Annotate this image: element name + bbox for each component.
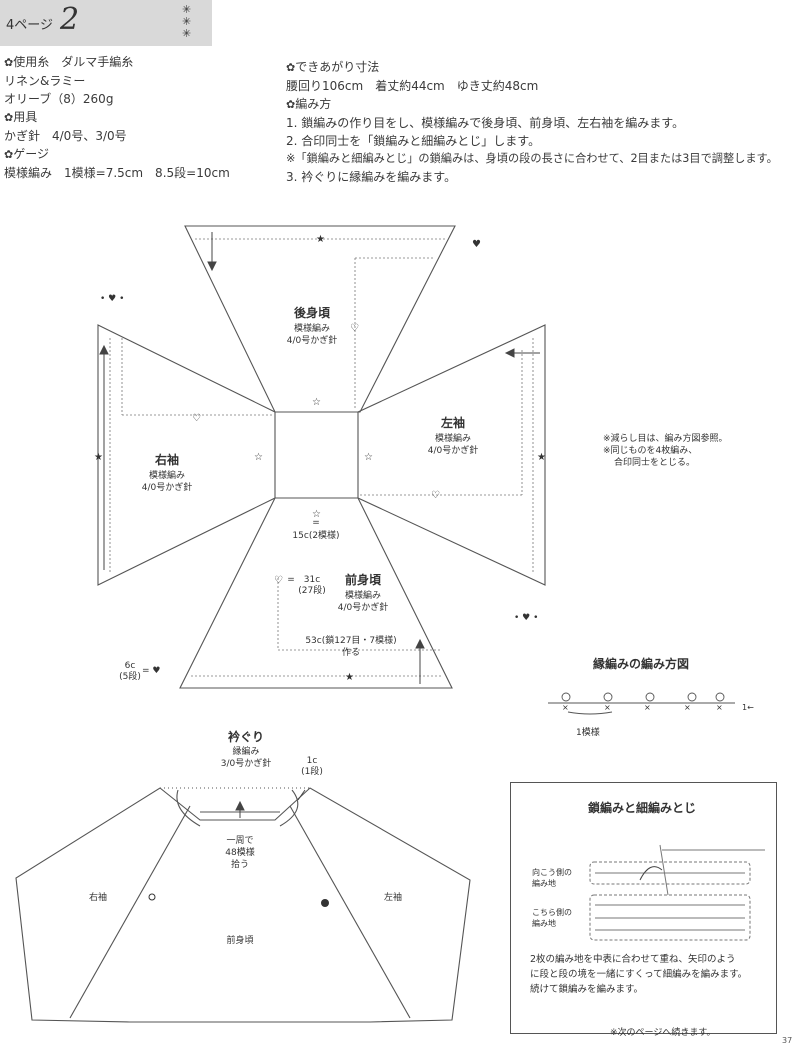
- svg-text:こちら側の: こちら側の: [532, 907, 572, 917]
- svg-text:★: ★: [94, 452, 103, 463]
- svg-text:4/0号かぎ針: 4/0号かぎ針: [338, 601, 389, 613]
- page-ref: 4ページ: [6, 18, 54, 33]
- neckline-schematic: 衿ぐり 縁編み 3/0号かぎ針 1c (1段) 一周で 48模様 拾う 右袖 左…: [15, 729, 471, 1023]
- flower-icon: ✿: [4, 148, 14, 161]
- svg-text:★: ★: [537, 452, 546, 463]
- svg-text:1c: 1c: [307, 756, 318, 766]
- back-body-piece: [184, 225, 456, 413]
- svg-text:• ♥ •: • ♥ •: [514, 613, 538, 623]
- svg-text:(1段): (1段): [301, 765, 323, 777]
- svg-text:向こう側の: 向こう側の: [532, 867, 572, 877]
- svg-text:×: ×: [644, 703, 651, 712]
- assembled-garment: [15, 787, 471, 1023]
- flower-icon: ✿: [4, 111, 14, 124]
- finished-size: 腰回り106cm 着丈約44cm ゆき丈約48cm: [286, 79, 539, 93]
- svg-text:(27段): (27段): [298, 584, 325, 596]
- svg-text:★: ★: [345, 672, 354, 683]
- flower-icon: ✿: [286, 98, 296, 111]
- svg-text:続けて鎖編みを編みます。: 続けて鎖編みを編みます。: [530, 983, 643, 995]
- svg-text:※同じものを4枚編み、: ※同じものを4枚編み、: [603, 444, 697, 456]
- gauge: 模様編み 1模様=7.5cm 8.5段=10cm: [4, 166, 230, 180]
- materials-block: ✿使用糸 ダルマ手編糸 リネン&ラミー オリーブ（8）260g ✿用具 かぎ針 …: [4, 55, 230, 180]
- svg-text:右袖: 右袖: [154, 452, 179, 467]
- svg-text:一周で: 一周で: [226, 835, 253, 846]
- svg-text:右袖: 右袖: [89, 891, 107, 903]
- svg-text:31c: 31c: [304, 575, 320, 585]
- svg-text:※減らし目は、編み方図参照。: ※減らし目は、編み方図参照。: [603, 432, 728, 444]
- instructions-block: ✿できあがり寸法 腰回り106cm 着丈約44cm ゆき丈約48cm ✿編み方 …: [286, 60, 778, 184]
- svg-text:に段と段の境を一緒にすくって細編みを編みます。: に段と段の境を一緒にすくって細編みを編みます。: [530, 968, 747, 980]
- svg-text:左袖: 左袖: [440, 415, 465, 430]
- svg-text:4/0号かぎ針: 4/0号かぎ針: [428, 444, 479, 456]
- svg-text:53c(鎖127目・7模様): 53c(鎖127目・7模様): [305, 634, 396, 646]
- pattern-number: 2: [60, 2, 80, 37]
- svg-text:= ♥: = ♥: [142, 666, 160, 676]
- page-header: 4ページ 2: [0, 0, 212, 46]
- joining-method-box: [510, 782, 777, 1034]
- svg-text:☆: ☆: [254, 452, 263, 463]
- svg-text:後身頃: 後身頃: [294, 305, 331, 320]
- page-number: 37: [782, 1036, 793, 1045]
- svg-text:♡: ♡: [350, 323, 359, 334]
- svg-text:♡: ♡: [431, 490, 440, 501]
- svg-text:6c: 6c: [125, 661, 136, 671]
- svg-text:15c(2模様): 15c(2模様): [292, 529, 339, 541]
- yarn-color: オリーブ（8）260g: [4, 92, 114, 106]
- svg-text:編み地: 編み地: [532, 918, 556, 928]
- svg-text:模様編み: 模様編み: [345, 589, 381, 601]
- step-1: 1. 鎖編みの作り目をし、模様編みで後身頃、前身頃、左右袖を編みます。: [286, 116, 685, 130]
- svg-text:模様編み: 模様編み: [435, 432, 471, 444]
- svg-text:拾う: 拾う: [231, 858, 249, 870]
- svg-text:★: ★: [316, 234, 325, 245]
- svg-text:衿ぐり: 衿ぐり: [228, 729, 264, 744]
- svg-text:×: ×: [604, 703, 611, 712]
- flower-icon: ✿: [4, 56, 14, 69]
- svg-text:×: ×: [684, 703, 691, 712]
- tools: かぎ針 4/0号、3/0号: [4, 129, 127, 143]
- svg-text:☆: ☆: [312, 509, 321, 520]
- svg-text:♥: ♥: [472, 239, 481, 250]
- flower-icon: ✿: [286, 61, 296, 74]
- svg-text:4/0号かぎ針: 4/0号かぎ針: [142, 481, 193, 493]
- svg-text:=: =: [312, 518, 320, 528]
- svg-text:前身頃: 前身頃: [226, 934, 253, 946]
- step-note: ※「鎖編みと細編みとじ」の鎖編みは、身頃の段の長さに合わせて、2目または3目で調…: [286, 152, 778, 165]
- pattern-schematic: ★ ★ ★ ★ ☆ ☆ ☆ ☆ ♡ ♡ ♡ ♡ ♥ • ♥ • • ♥ • 後身…: [94, 225, 754, 715]
- svg-text:♡: ♡: [274, 575, 283, 586]
- svg-text:3/0号かぎ針: 3/0号かぎ針: [221, 757, 272, 769]
- svg-text:左袖: 左袖: [384, 891, 402, 903]
- svg-text:• ♥ •: • ♥ •: [100, 294, 124, 304]
- svg-text:2枚の編み地を中表に合わせて重ね、矢印のよう: 2枚の編み地を中表に合わせて重ね、矢印のよう: [530, 953, 736, 965]
- continue-note: ※次のページへ続きます。: [610, 1028, 716, 1038]
- svg-text:作る: 作る: [342, 646, 360, 658]
- joining-illustration: 鎖編みと細編みとじ 向こう側の 編み地 こちら側の 編み地 2枚の編み地を中表に…: [530, 800, 765, 995]
- svg-text:☆: ☆: [364, 452, 373, 463]
- svg-text:=: =: [287, 575, 295, 585]
- step-2: 2. 合印同士を「鎖編みと細編みとじ」します。: [286, 134, 541, 148]
- svg-text:♡: ♡: [192, 413, 201, 424]
- front-body-piece: [179, 497, 453, 689]
- svg-text:1←: 1←: [742, 703, 754, 712]
- svg-text:模様編み: 模様編み: [294, 322, 330, 334]
- svg-text:模様編み: 模様編み: [149, 469, 185, 481]
- right-sleeve-piece: [97, 324, 276, 586]
- svg-text:編み地: 編み地: [532, 878, 556, 888]
- yarn-name: リネン&ラミー: [4, 74, 86, 88]
- svg-text:4/0号かぎ針: 4/0号かぎ針: [287, 334, 338, 346]
- svg-text:縁編み: 縁編み: [232, 745, 259, 757]
- star-decoration: ✳✳✳: [182, 3, 192, 40]
- svg-text:前身頃: 前身頃: [345, 572, 382, 587]
- svg-text:縁編みの編み方図: 縁編みの編み方図: [593, 656, 689, 671]
- svg-text:(5段): (5段): [119, 670, 141, 682]
- step-3: 3. 衿ぐりに縁編みを編みます。: [286, 170, 457, 184]
- svg-text:合印同士をとじる。: 合印同士をとじる。: [614, 456, 695, 468]
- svg-text:48模様: 48模様: [225, 846, 254, 858]
- svg-text:×: ×: [716, 703, 723, 712]
- edging-repeat-label: 1模様: [576, 728, 600, 738]
- svg-text:鎖編みと細編みとじ: 鎖編みと細編みとじ: [588, 800, 696, 815]
- svg-text:☆: ☆: [312, 397, 321, 408]
- svg-text:×: ×: [562, 703, 569, 712]
